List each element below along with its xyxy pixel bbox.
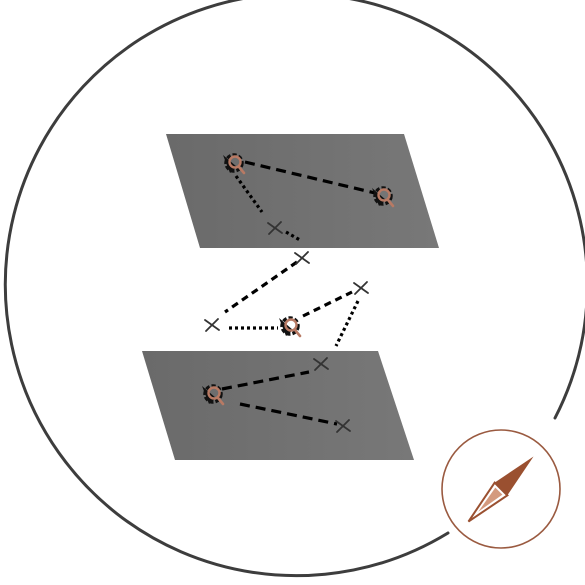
cross-marker-icon: [294, 251, 310, 265]
location-pin-icon: [202, 384, 225, 406]
magnifier-lens: [377, 188, 391, 202]
magnifier-lens: [284, 318, 298, 332]
cross-marker-icon: [335, 419, 351, 433]
cross-marker-icon: [267, 221, 283, 235]
magnifier-lens: [228, 155, 242, 169]
cross-marker-icon: [313, 357, 329, 371]
connector-dashed: [224, 260, 298, 314]
cross-marker-icon: [353, 281, 369, 295]
connector-dotted: [285, 230, 301, 242]
connector-dashed: [221, 370, 310, 391]
pin-ring: [203, 384, 223, 404]
pin-ring: [373, 186, 393, 206]
cross-markers: [204, 221, 369, 433]
location-pin-icon: [372, 186, 395, 208]
magnifier-lens: [207, 386, 221, 400]
connector-dashed: [244, 160, 376, 195]
pin-ring: [224, 153, 244, 173]
compass-icon: [467, 456, 534, 523]
magnifier-handle: [237, 165, 246, 175]
upper-plane: [166, 134, 439, 248]
lower-plane: [142, 351, 414, 460]
location-pin-icon: [279, 316, 302, 338]
magnifier-handle: [216, 396, 225, 406]
cross-marker-icon: [204, 318, 220, 332]
connector-dashed: [239, 402, 338, 426]
connector-dotted: [334, 300, 360, 347]
magnifier-handle: [293, 328, 302, 338]
compass-badge: [441, 429, 561, 549]
connectors: [221, 160, 376, 426]
connector-dashed: [302, 290, 353, 318]
pin-ring: [280, 316, 300, 336]
magnifier-handle: [386, 198, 395, 208]
location-pin-icon: [223, 153, 246, 175]
pins: [202, 153, 395, 406]
connector-dotted: [234, 175, 264, 213]
outer-ring: [3, 0, 585, 578]
